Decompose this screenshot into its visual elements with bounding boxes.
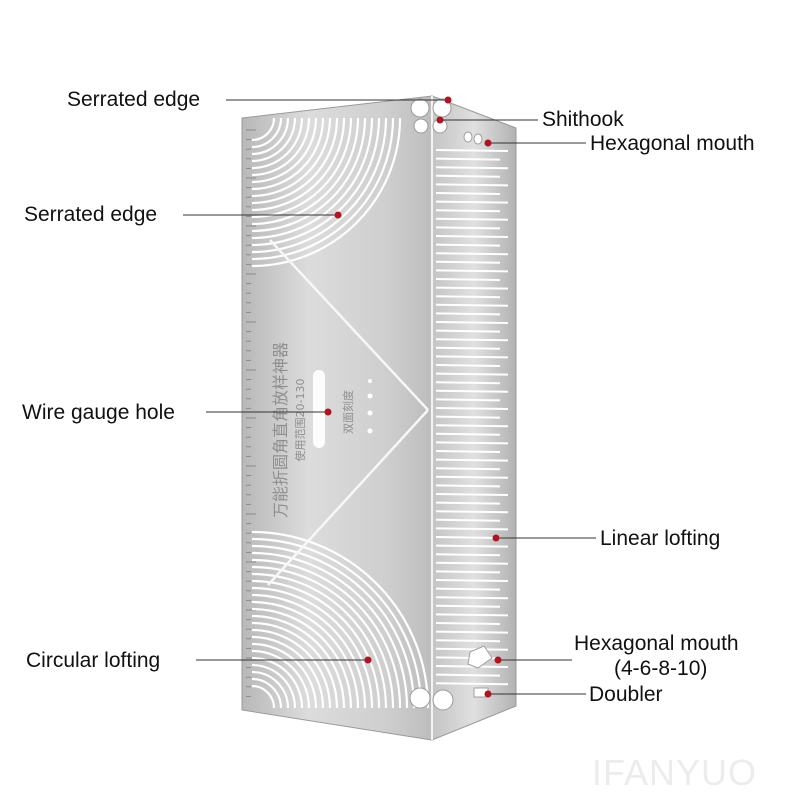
label-shithook: Shithook (542, 108, 624, 131)
label-circular-lofting: Circular lofting (26, 649, 161, 672)
label-hexagonal-mouth-top: Hexagonal mouth (590, 132, 755, 155)
engraved-side: 双面刻度 (341, 390, 355, 434)
label-serrated-edge-top: Serrated edge (67, 88, 201, 111)
circular-lofting-slots (251, 530, 430, 709)
top-hexagonal-holes (463, 131, 483, 145)
v-guide-lower (267, 409, 429, 586)
marker-dots (324, 96, 502, 698)
label-hexagonal-mouth-sizes: (4-6-8-10) (614, 657, 708, 680)
watermark: IFANYUO (592, 752, 758, 793)
top-hook-cutout (410, 98, 452, 134)
leader-lines (183, 99, 596, 695)
engraved-range: 使用范围20-130 (293, 379, 307, 462)
bottom-hook-cutout (409, 645, 493, 711)
label-doubler: Doubler (589, 683, 663, 706)
v-guide-upper (269, 239, 429, 411)
label-hexagonal-mouth-bottom: Hexagonal mouth (574, 632, 739, 655)
label-serrated-edge-mid: Serrated edge (24, 203, 158, 226)
top-arc-slots (251, 117, 402, 268)
engraved-title: 万能折圆角直角放样神器 (271, 342, 290, 518)
linear-lofting-slots (435, 149, 509, 686)
wire-gauge-holes (313, 370, 373, 448)
scale-ticks (246, 129, 256, 697)
label-wire-gauge-hole: Wire gauge hole (22, 401, 175, 424)
label-linear-lofting: Linear lofting (600, 527, 721, 550)
